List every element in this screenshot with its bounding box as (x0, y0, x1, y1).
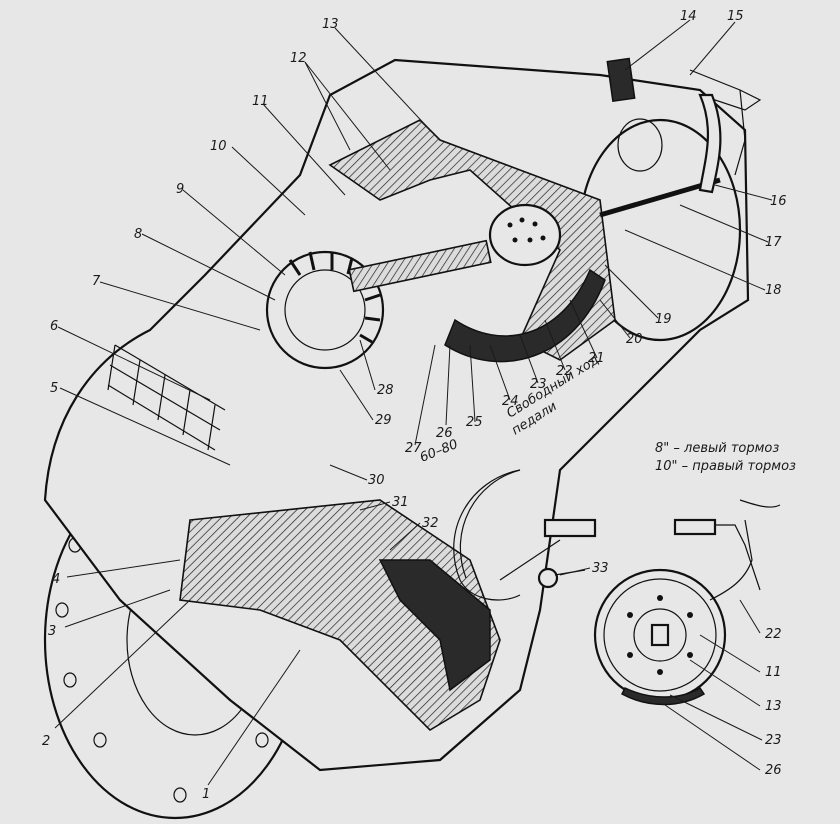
label-1: 1 (202, 787, 210, 802)
label-10: 10 (210, 139, 227, 154)
label-3: 3 (48, 624, 56, 639)
label-5: 5 (50, 381, 58, 396)
label-27: 27 (405, 441, 422, 456)
label-22: 22 (556, 364, 573, 379)
label-32: 32 (422, 516, 439, 531)
label-24: 24 (502, 394, 519, 409)
drum-bolts (627, 595, 693, 675)
detail-label-11: 11 (765, 665, 782, 680)
label-14: 14 (680, 9, 697, 24)
label-4: 4 (52, 572, 60, 587)
label-25: 25 (466, 415, 483, 430)
label-33: 33 (592, 561, 609, 576)
left-brake-note: 8" – левый тормоз (655, 441, 779, 456)
perforated-disc (488, 203, 562, 267)
detail-label-26: 26 (765, 763, 782, 778)
right-brake-note: 10" – правый тормоз (655, 459, 796, 474)
label-26: 26 (436, 426, 453, 441)
label-8: 8 (134, 227, 142, 242)
label-2: 2 (42, 734, 50, 749)
label-21: 21 (588, 351, 605, 366)
main-shaft (348, 239, 492, 293)
top-linkage (606, 57, 762, 194)
label-19: 19 (655, 312, 672, 327)
cover-section (328, 119, 616, 361)
detail-label-22: 22 (765, 627, 782, 642)
label-12: 12 (290, 51, 307, 66)
detail-label-23: 23 (765, 733, 782, 748)
label-20: 20 (626, 332, 643, 347)
lower-gear-section (378, 559, 491, 692)
leader-lines (54, 19, 773, 786)
label-7: 7 (92, 274, 101, 289)
label-16: 16 (770, 194, 787, 209)
label-18: 18 (765, 283, 782, 298)
vent-grid (107, 344, 226, 451)
pedal-linkage (453, 469, 597, 601)
label-30: 30 (368, 473, 385, 488)
label-13: 13 (322, 17, 339, 32)
label-17: 17 (765, 235, 782, 250)
brake-shoe (621, 686, 706, 706)
sump-section (179, 499, 501, 732)
label-6: 6 (50, 319, 58, 334)
drum-rim (603, 578, 717, 692)
detail-label-13: 13 (765, 699, 782, 714)
label-15: 15 (727, 9, 744, 24)
callout-labels: 1 2 3 4 5 6 7 8 9 10 11 12 13 14 15 16 1… (42, 9, 787, 802)
drum-hub (633, 608, 687, 662)
rear-boss (617, 118, 663, 172)
label-23: 23 (530, 377, 547, 392)
cutaway-internals (179, 119, 721, 732)
brake-drum-detail (593, 499, 781, 706)
brake-band-section (444, 268, 606, 363)
label-28: 28 (377, 383, 394, 398)
label-9: 9 (176, 182, 184, 197)
label-29: 29 (375, 413, 392, 428)
label-11: 11 (252, 94, 269, 109)
label-31: 31 (392, 495, 409, 510)
